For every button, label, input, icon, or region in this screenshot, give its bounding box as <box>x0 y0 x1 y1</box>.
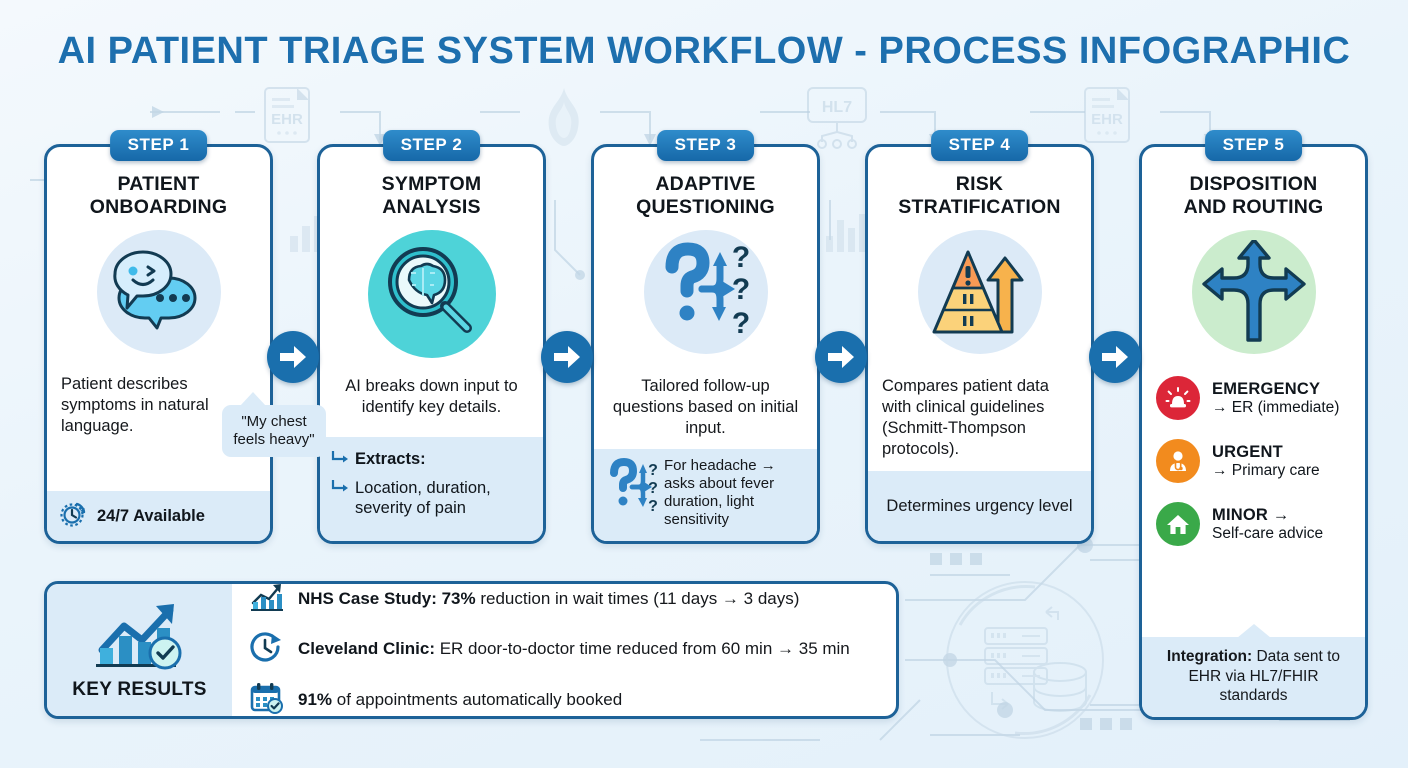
disposition-emergency-text: EMERGENCY → ER (immediate) <box>1212 379 1340 416</box>
integration-text: Data sent to EHR via HL7/FHIR standards <box>1188 648 1341 704</box>
disposition-minor-text: MINOR → Self-care advice <box>1212 505 1324 542</box>
svg-text:?: ? <box>648 462 658 479</box>
svg-text:EHR: EHR <box>1091 111 1123 128</box>
svg-text:EHR: EHR <box>271 111 303 128</box>
arrow-branch-icon <box>330 449 348 474</box>
home-icon <box>1156 502 1200 547</box>
connector-arrow-3 <box>815 331 867 383</box>
step-badge-5: STEP 5 <box>1204 130 1303 161</box>
key-result-row: NHS Case Study: 73% reduction in wait ti… <box>250 584 880 617</box>
connector-arrow-4 <box>1089 331 1141 383</box>
key-result-row: 91% of appointments automatically booked <box>250 682 880 717</box>
connector-arrow-2 <box>541 331 593 383</box>
step-body-3: Tailored follow-up questions based on in… <box>612 377 799 438</box>
extract-label-row: Extracts: <box>330 449 533 474</box>
key-results-left: KEY RESULTS <box>47 584 232 716</box>
integration-note: Integration: Data sent to EHR via HL7/FH… <box>1142 637 1365 717</box>
step-footer-1: 24/7 Available <box>47 491 270 541</box>
step-body-4: Compares patient data with clinical guid… <box>882 377 1049 459</box>
step-badge-4: STEP 4 <box>930 130 1029 161</box>
step-badge-1: STEP 1 <box>109 130 208 161</box>
key-result-row: Cleveland Clinic: ER door-to-doctor time… <box>250 631 880 668</box>
chat-bubbles-icon <box>96 230 221 355</box>
question-branch-icon: ? ? ? <box>643 230 768 355</box>
patient-quote-bubble: "My chest feels heavy" <box>222 392 326 457</box>
hl7-node-icon: HL7 <box>807 87 867 149</box>
integration-label: Integration: <box>1166 648 1253 666</box>
disposition-emergency[interactable]: EMERGENCY → ER (immediate) <box>1156 376 1365 421</box>
svg-text:?: ? <box>731 307 749 340</box>
calendar-check-icon <box>250 682 284 717</box>
clock-rotate-icon <box>250 631 284 668</box>
server-database-icon <box>946 581 1104 739</box>
disposition-urgent[interactable]: URGENT → Primary care <box>1156 439 1365 484</box>
ehr-document-icon: EHR <box>1084 87 1130 143</box>
doctor-icon <box>1156 439 1200 484</box>
key-results-panel: KEY RESULTS NHS Case Study: 73% reductio… <box>44 581 899 719</box>
step-badge-3: STEP 3 <box>656 130 755 161</box>
step-footer-text-3: For headache → asks about fever duration… <box>664 457 776 528</box>
svg-text:?: ? <box>731 241 749 274</box>
disposition-minor[interactable]: MINOR → Self-care advice <box>1156 502 1365 547</box>
step-footer-text-1: 24/7 Available <box>97 506 205 525</box>
svg-text:?: ? <box>648 480 658 497</box>
svg-text:HL7: HL7 <box>822 99 852 116</box>
bar-chart-decor-icon <box>826 214 866 252</box>
key-results-label: KEY RESULTS <box>72 678 207 700</box>
key-results-rows: NHS Case Study: 73% reduction in wait ti… <box>232 584 896 716</box>
step-footer-4: Determines urgency level <box>868 471 1091 541</box>
risk-pyramid-icon <box>917 230 1042 355</box>
fhir-flame-icon <box>548 88 579 146</box>
connector-arrow-1 <box>267 331 319 383</box>
growth-chart-check-icon <box>94 600 186 677</box>
bar-chart-arrow-icon <box>250 584 284 617</box>
disposition-urgent-text: URGENT → Primary care <box>1212 442 1320 479</box>
three-way-arrows-icon <box>1191 230 1316 355</box>
arrow-branch-icon <box>330 478 348 503</box>
step-body-1: Patient describes symptoms in natural la… <box>61 375 209 436</box>
page-title: AI PATIENT TRIAGE SYSTEM WORKFLOW - PROC… <box>57 30 1351 72</box>
step-badge-2: STEP 2 <box>382 130 481 161</box>
step-body-2: AI breaks down input to identify key det… <box>345 377 518 417</box>
disposition-list: EMERGENCY → ER (immediate) U <box>1142 376 1365 547</box>
magnifier-brain-icon <box>367 230 496 359</box>
key-result-text: NHS Case Study: 73% reduction in wait ti… <box>298 588 800 608</box>
svg-text:?: ? <box>648 498 658 515</box>
clock-24-7-icon <box>59 500 87 533</box>
step-footer-2: Extracts: Location, duration, severity o… <box>320 437 543 541</box>
question-branch-small-icon: ? ? ? <box>604 457 658 520</box>
key-result-text: Cleveland Clinic: ER door-to-doctor time… <box>298 638 850 658</box>
siren-icon <box>1156 376 1200 421</box>
svg-text:?: ? <box>731 273 749 306</box>
extract-value-row: Location, duration, severity of pain <box>330 478 533 518</box>
key-result-text: 91% of appointments automatically booked <box>298 689 623 709</box>
ehr-document-icon: EHR <box>264 87 310 143</box>
step-footer-3: ? ? ? For headache → asks about fever du… <box>594 449 817 541</box>
